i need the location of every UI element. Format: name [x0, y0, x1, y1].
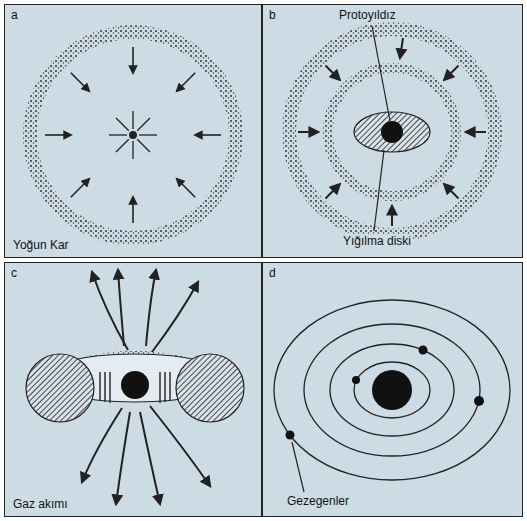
- panel-grounds: [4, 4, 523, 517]
- panel-letter: c: [9, 266, 19, 280]
- planetary-system: [274, 300, 510, 492]
- part-label: Yığılma diski: [341, 234, 413, 248]
- figure-panel: b ProtoyıldızYığılma diski: [262, 4, 523, 258]
- part-label: Gezegenler: [285, 494, 351, 508]
- figure-panel: cGaz akımı: [4, 262, 262, 517]
- figure-panel: dGezegenler: [262, 262, 523, 517]
- part-label: Protoyıldız: [337, 8, 398, 22]
- protostar-disk: [289, 26, 495, 235]
- gas-outflow: [26, 270, 244, 504]
- flow-label: Gaz akımı: [11, 497, 70, 511]
- panel-letter: d: [267, 266, 278, 280]
- figure-panel: aYoğun Kar: [4, 4, 262, 258]
- panel-letter: a: [9, 8, 20, 22]
- dense-core: [30, 32, 236, 238]
- region-label: Yoğun Kar: [11, 238, 71, 252]
- panel-letter: b: [267, 8, 278, 22]
